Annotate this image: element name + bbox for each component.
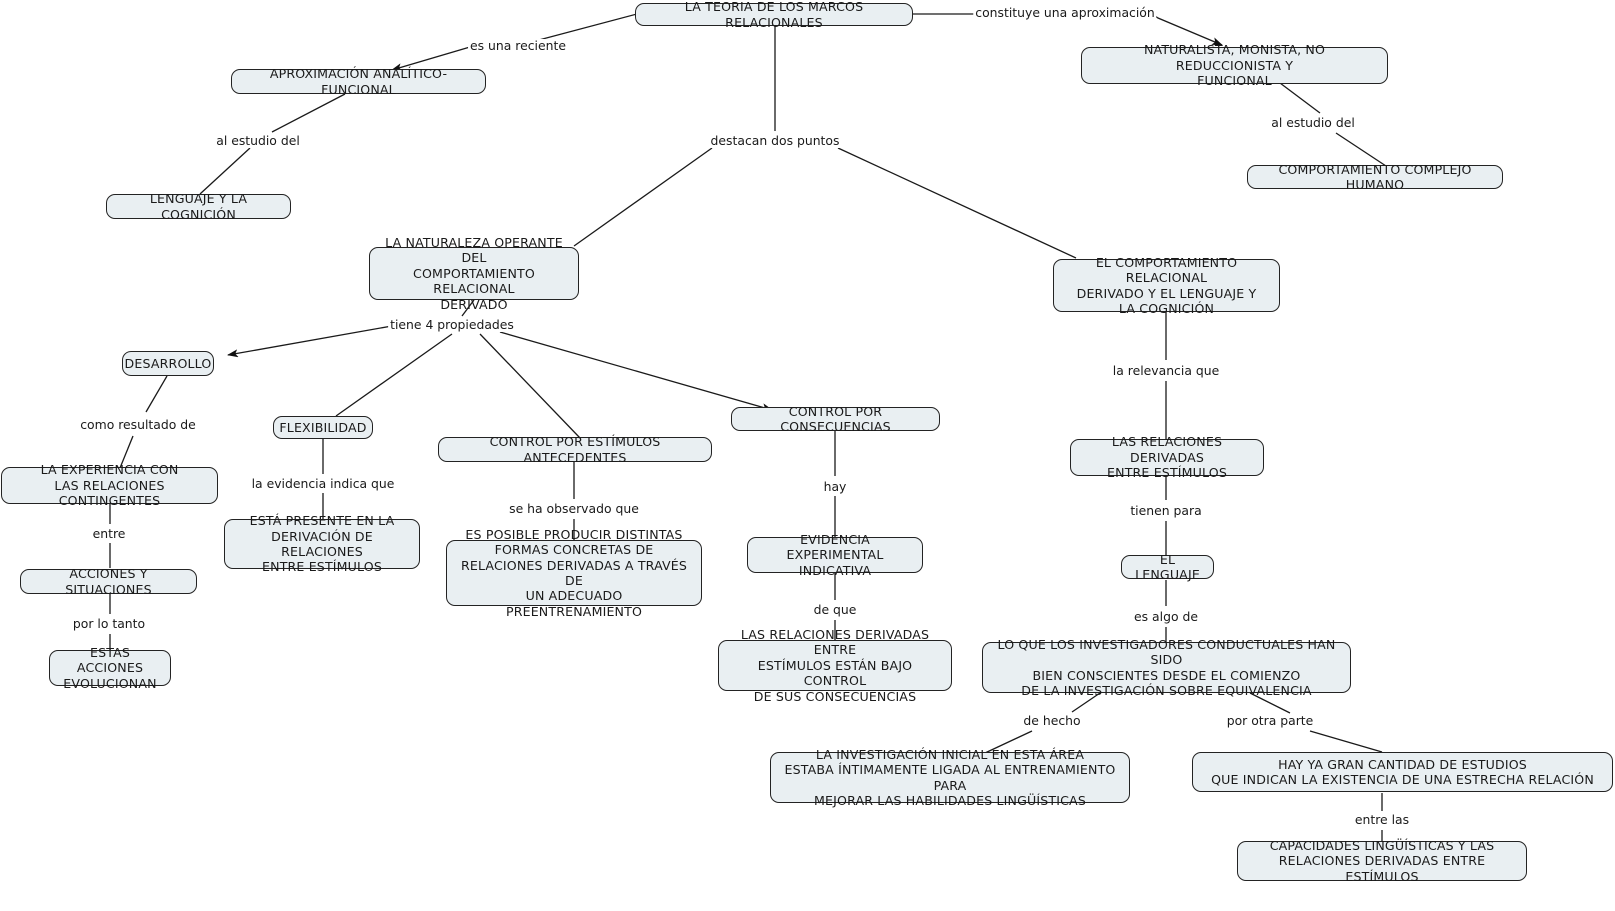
edge-label-tiene-4-propiedades: tiene 4 propiedades bbox=[388, 317, 516, 332]
node-evidencia-experimental-indicativa[interactable]: EVIDENCIA EXPERIMENTAL INDICATIVA bbox=[747, 532, 923, 578]
edge-label-por-lo-tanto: por lo tanto bbox=[70, 616, 148, 631]
edge-label-es-una-reciente: es una reciente bbox=[468, 38, 568, 53]
node-es-posible-producir-distintas-formas[interactable]: ES POSIBLE PRODUCIR DISTINTAS FORMAS CON… bbox=[446, 527, 702, 619]
node-la-investigacion-inicial[interactable]: LA INVESTIGACIÓN INICIAL EN ESTA ÁREA ES… bbox=[770, 747, 1130, 808]
edge-label-entre-las: entre las bbox=[1352, 812, 1412, 827]
node-control-por-estimulos-antecedentes[interactable]: CONTROL POR ESTÍMULOS ANTECEDENTES bbox=[438, 434, 712, 465]
node-naturaleza-operante[interactable]: LA NATURALEZA OPERANTE DEL COMPORTAMIENT… bbox=[369, 235, 579, 312]
edge-destacan-comprel bbox=[837, 147, 1077, 259]
edge-label-al-estudio-del-1: al estudio del bbox=[214, 133, 302, 148]
edge-label-destacan-dos-puntos: destacan dos puntos bbox=[708, 133, 842, 148]
edge-label-la-relevancia-que: la relevancia que bbox=[1110, 363, 1222, 378]
node-el-lenguaje[interactable]: EL LENGUAJE bbox=[1121, 552, 1214, 582]
edge-label-tienen-para: tienen para bbox=[1128, 503, 1204, 518]
edge-label-como-resultado-de: como resultado de bbox=[78, 417, 198, 432]
edge-porotra-hayya bbox=[1309, 730, 1383, 753]
edge-label-por-otra-parte: por otra parte bbox=[1224, 713, 1316, 728]
node-acciones-y-situaciones[interactable]: ACCIONES Y SITUACIONES bbox=[20, 566, 197, 597]
edge-label-al-estudio-del-2: al estudio del bbox=[1269, 115, 1357, 130]
edge-propiedades-controlant bbox=[479, 333, 581, 439]
node-comportamiento-relacional-derivado-lenguaje[interactable]: EL COMPORTAMIENTO RELACIONAL DERIVADO Y … bbox=[1053, 255, 1280, 316]
node-flexibilidad[interactable]: FLEXIBILIDAD bbox=[273, 416, 373, 439]
node-capacidades-linguisticas[interactable]: CAPACIDADES LINGÜÍSTICAS Y LAS RELACIONE… bbox=[1237, 838, 1527, 884]
node-desarrollo[interactable]: DESARROLLO bbox=[122, 351, 214, 376]
edge-label-de-que: de que bbox=[811, 602, 859, 617]
edge-label-se-ha-observado-que: se ha observado que bbox=[507, 501, 641, 516]
edge-label-entre: entre bbox=[90, 526, 128, 541]
node-control-por-consecuencias[interactable]: CONTROL POR CONSECUENCIAS bbox=[731, 404, 940, 434]
node-comportamiento-complejo-humano[interactable]: COMPORTAMIENTO COMPLEJO HUMANO bbox=[1247, 162, 1503, 192]
edge-propiedades-desarrollo bbox=[227, 325, 393, 358]
edge-propiedades-flexibilidad bbox=[335, 333, 453, 417]
node-estas-acciones-evolucionan[interactable]: ESTAS ACCIONES EVOLUCIONAN bbox=[49, 645, 171, 691]
node-aproximacion-analitico-funcional[interactable]: APROXIMACIÓN ANALÍTICO-FUNCIONAL bbox=[231, 66, 486, 97]
edge-estudio1-lenguaje bbox=[199, 147, 251, 195]
edge-constituye-naturalista bbox=[1151, 13, 1223, 46]
edge-propiedades-controlcons bbox=[499, 331, 773, 412]
edge-label-de-hecho: de hecho bbox=[1021, 713, 1083, 728]
node-naturalista-monista[interactable]: NATURALISTA, MONISTA, NO REDUCCIONISTA Y… bbox=[1081, 42, 1388, 88]
edge-label-hay: hay bbox=[821, 479, 849, 494]
node-root[interactable]: LA TEORIA DE LOS MARCOS RELACIONALES bbox=[635, 0, 913, 30]
node-hay-ya-gran-cantidad-de-estudios[interactable]: HAY YA GRAN CANTIDAD DE ESTUDIOS QUE IND… bbox=[1192, 752, 1613, 792]
edge-label-la-evidencia-indica-que: la evidencia indica que bbox=[249, 476, 397, 491]
node-las-relaciones-derivadas-entre-estimulos[interactable]: LAS RELACIONES DERIVADAS ENTRE ESTÍMULOS bbox=[1070, 434, 1264, 480]
edge-desarrollo-resultado bbox=[145, 375, 168, 413]
node-relaciones-derivadas-bajo-control[interactable]: LAS RELACIONES DERIVADAS ENTRE ESTÍMULOS… bbox=[718, 627, 952, 704]
node-lo-que-los-investigadores[interactable]: LO QUE LOS INVESTIGADORES CONDUCTUALES H… bbox=[982, 637, 1351, 698]
node-lenguaje-y-la-cognicion[interactable]: LENGUAJE Y LA COGNICIÓN bbox=[106, 191, 291, 222]
edge-aproximacion-estudio1 bbox=[271, 93, 346, 133]
edge-label-es-algo-de: es algo de bbox=[1132, 609, 1200, 624]
edge-label-constituye-una-aproximacion: constituye una aproximación bbox=[973, 5, 1157, 20]
node-esta-presente-en-la-derivacion[interactable]: ESTÁ PRESENTE EN LA DERIVACIÓN DE RELACI… bbox=[224, 513, 420, 574]
node-la-experiencia-con-relaciones-contingentes[interactable]: LA EXPERIENCIA CON LAS RELACIONES CONTIN… bbox=[1, 462, 218, 508]
edge-destacan-naturaleza bbox=[573, 147, 713, 247]
